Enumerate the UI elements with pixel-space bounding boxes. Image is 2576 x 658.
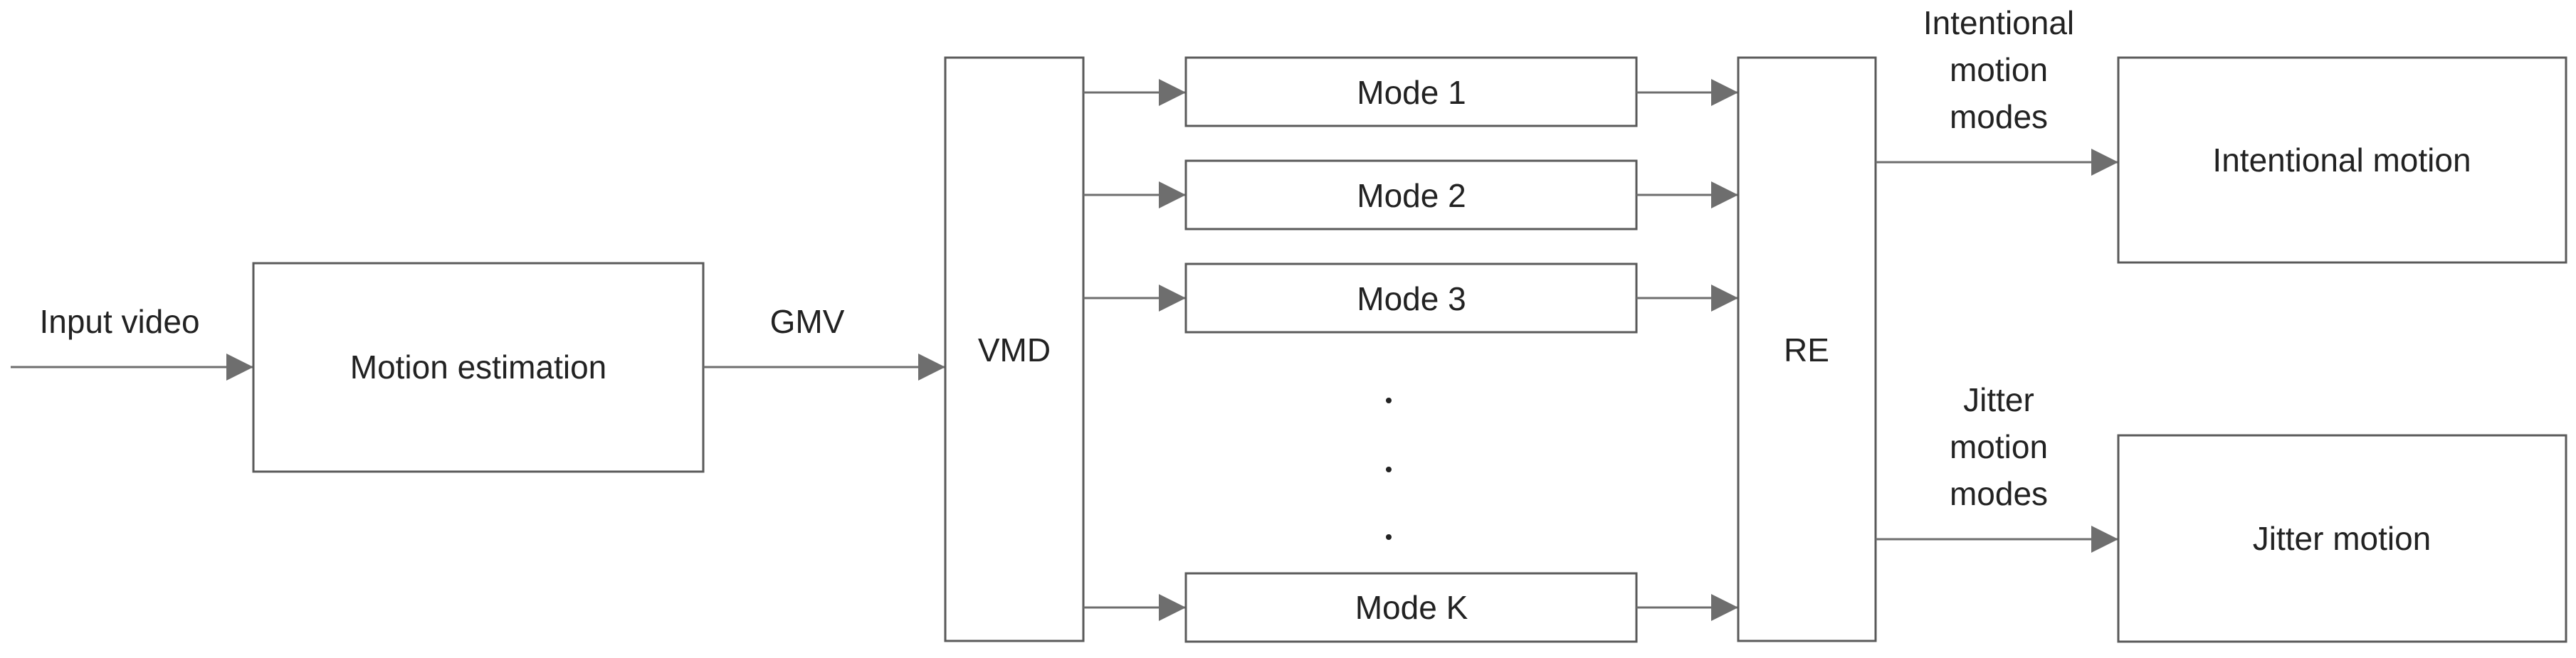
mode-k-label: Mode K <box>1355 589 1468 626</box>
motion-estimation-label: Motion estimation <box>350 349 607 386</box>
mode-1-label: Mode 1 <box>1357 74 1466 111</box>
re-box <box>1737 56 1877 642</box>
gmv-label: GMV <box>770 303 845 340</box>
mode-3-box <box>1184 262 1638 334</box>
mode-3-label: Mode 3 <box>1357 280 1466 317</box>
jitter-motion-label: Jitter motion <box>2253 520 2432 557</box>
mode-1-box <box>1184 56 1638 127</box>
jitter-modes-line2: motion <box>1950 428 2048 465</box>
intentional-motion-label: Intentional motion <box>2212 142 2471 179</box>
jitter-modes-line3: modes <box>1950 475 2048 512</box>
re-label: RE <box>1784 331 1829 368</box>
vmd-box <box>944 56 1085 642</box>
ellipsis-dot <box>1386 467 1392 472</box>
mode-2-label: Mode 2 <box>1357 177 1466 214</box>
intentional-modes-line1: Intentional <box>1923 4 2074 41</box>
mode-k-box <box>1184 572 1638 643</box>
ellipsis-dot <box>1386 398 1392 403</box>
intentional-modes-line3: modes <box>1950 98 2048 135</box>
motion-estimation-box <box>252 262 705 473</box>
intentional-modes-line2: motion <box>1950 51 2048 88</box>
vmd-label: VMD <box>978 331 1051 368</box>
intentional-motion-box <box>2117 56 2567 264</box>
ellipsis-dot <box>1386 534 1392 540</box>
input-video-label: Input video <box>39 303 199 340</box>
jitter-motion-box <box>2117 434 2567 643</box>
jitter-modes-line1: Jitter <box>1963 381 2034 418</box>
